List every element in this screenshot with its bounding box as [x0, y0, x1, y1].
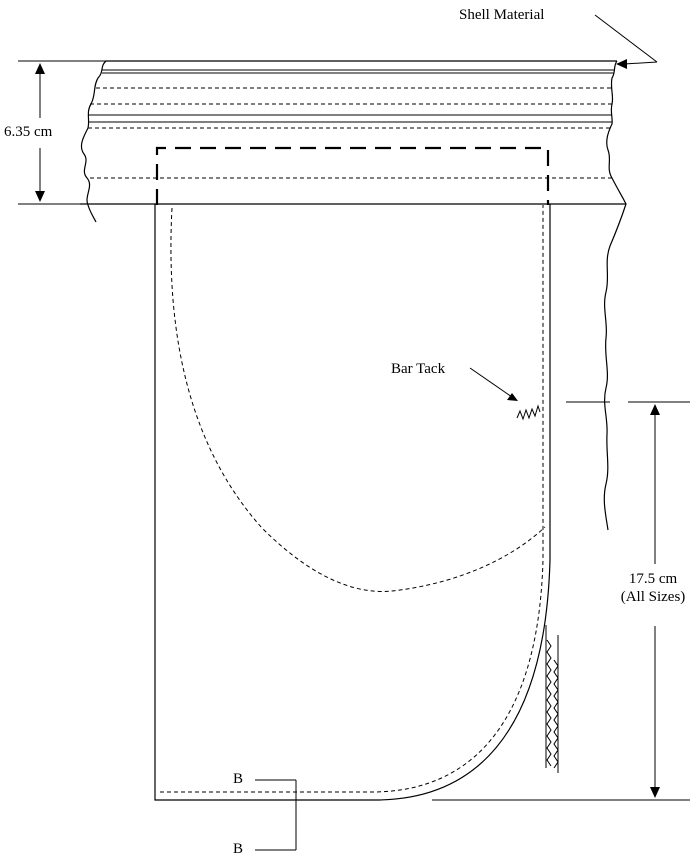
shell-material-label: Shell Material: [459, 7, 545, 23]
pocket-depth-note: (All Sizes): [620, 589, 686, 605]
pocket-depth-label: 17.5 cm (All Sizes): [604, 572, 698, 605]
section-label-top: B: [233, 771, 244, 787]
bar-tack-label: Bar Tack: [391, 361, 446, 377]
pinked-seam-allowance: [545, 625, 559, 773]
right-torn-edge: [603, 60, 627, 531]
section-label-bottom: B: [233, 841, 244, 857]
waistband-height-label: 6.35 cm: [4, 124, 53, 140]
bar-tack-stitch: [516, 404, 541, 421]
pocket-outline: [154, 204, 551, 801]
pocket-depth-value: 17.5 cm: [628, 571, 678, 587]
pocket: [154, 146, 559, 801]
pocket-opening-stitch: [155, 146, 550, 205]
left-torn-edge: [80, 60, 107, 223]
pocket-bag-curve: [170, 207, 546, 592]
section-b-b-bracket: [255, 779, 297, 851]
pocket-bottom-stitch: [160, 205, 544, 793]
shell-material-leader: [594, 14, 658, 69]
bar-tack-leader: [469, 367, 518, 401]
waistband: [80, 60, 627, 531]
pocket-depth-dimension: [432, 401, 690, 801]
waistband-dimension: [18, 60, 106, 205]
